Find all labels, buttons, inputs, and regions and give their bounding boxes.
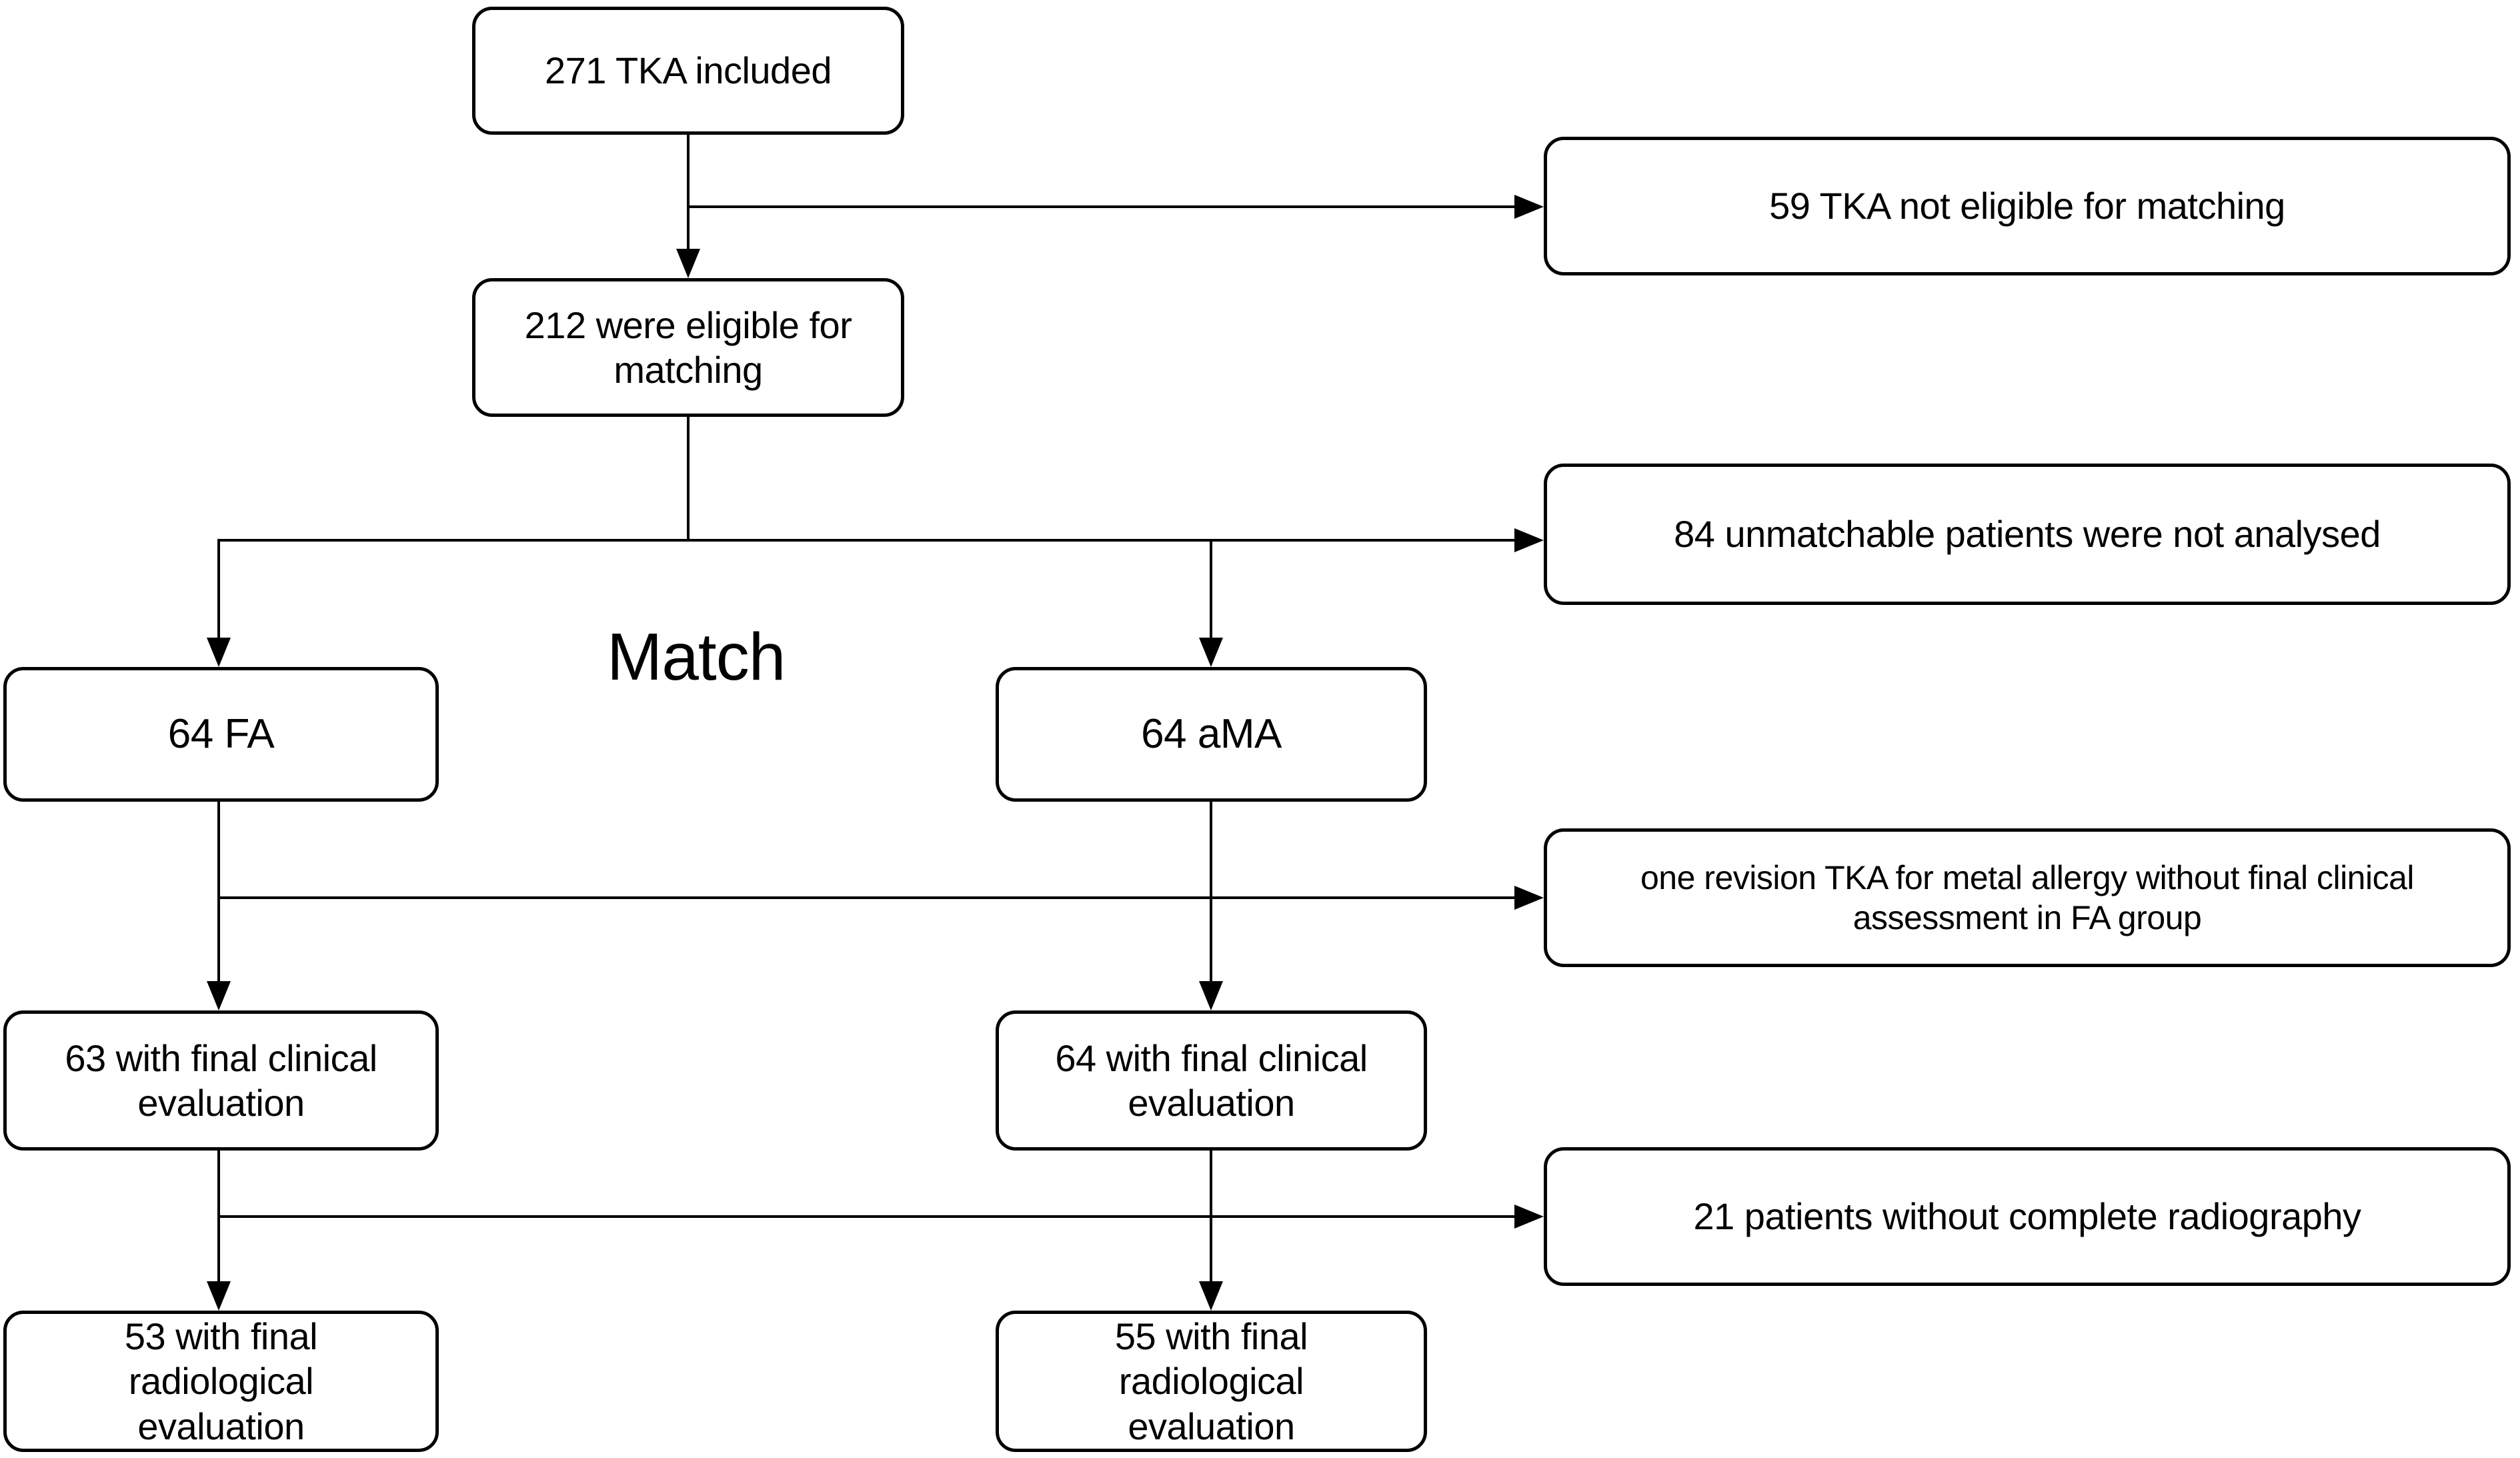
connector-included-to-eligible — [687, 135, 690, 249]
connector-to-revision — [217, 896, 1514, 899]
connector-branch-to-fa — [217, 540, 220, 638]
node-included: 271 TKA included — [472, 7, 904, 135]
arrow-down-icon — [1199, 1281, 1223, 1311]
node-not-eligible: 59 TKA not eligible for matching — [1544, 137, 2511, 275]
arrow-right-icon — [1514, 195, 1544, 219]
node-fa-radiological-evaluation: 53 with final radiological evaluation — [3, 1311, 439, 1452]
arrow-right-icon — [1514, 528, 1544, 552]
node-revision-tka: one revision TKA for metal allergy witho… — [1544, 828, 2511, 967]
node-ama-radiological-evaluation: 55 with final radiological evaluation — [996, 1311, 1427, 1452]
arrow-down-icon — [1199, 638, 1223, 667]
connector-eligible-to-branch — [687, 417, 690, 540]
node-ama-clinical-evaluation: 64 with final clinical evaluation — [996, 1010, 1427, 1151]
connector-branch-to-unmatchable — [217, 539, 1514, 542]
node-ama-group: 64 aMA — [996, 667, 1427, 802]
node-unmatchable: 84 unmatchable patients were not analyse… — [1544, 464, 2511, 605]
connector-branch-to-ama — [1210, 540, 1212, 638]
arrow-down-icon — [207, 1281, 231, 1311]
node-fa-clinical-evaluation: 63 with final clinical evaluation — [3, 1010, 439, 1151]
arrow-right-icon — [1514, 1205, 1544, 1229]
connector-to-no-radiography — [217, 1215, 1514, 1218]
connector-to-not-eligible — [687, 205, 1514, 208]
match-label: Match — [607, 620, 786, 694]
connector-fa-to-clinical — [217, 802, 220, 981]
arrow-down-icon — [676, 249, 700, 278]
arrow-down-icon — [207, 638, 231, 667]
arrow-down-icon — [1199, 981, 1223, 1010]
connector-ama-clinical-to-radiological — [1210, 1151, 1212, 1281]
node-fa-group: 64 FA — [3, 667, 439, 802]
node-eligible: 212 were eligible for matching — [472, 278, 904, 417]
arrow-down-icon — [207, 981, 231, 1010]
arrow-right-icon — [1514, 886, 1544, 910]
connector-ama-to-clinical — [1210, 802, 1212, 981]
node-no-radiography: 21 patients without complete radiography — [1544, 1147, 2511, 1286]
